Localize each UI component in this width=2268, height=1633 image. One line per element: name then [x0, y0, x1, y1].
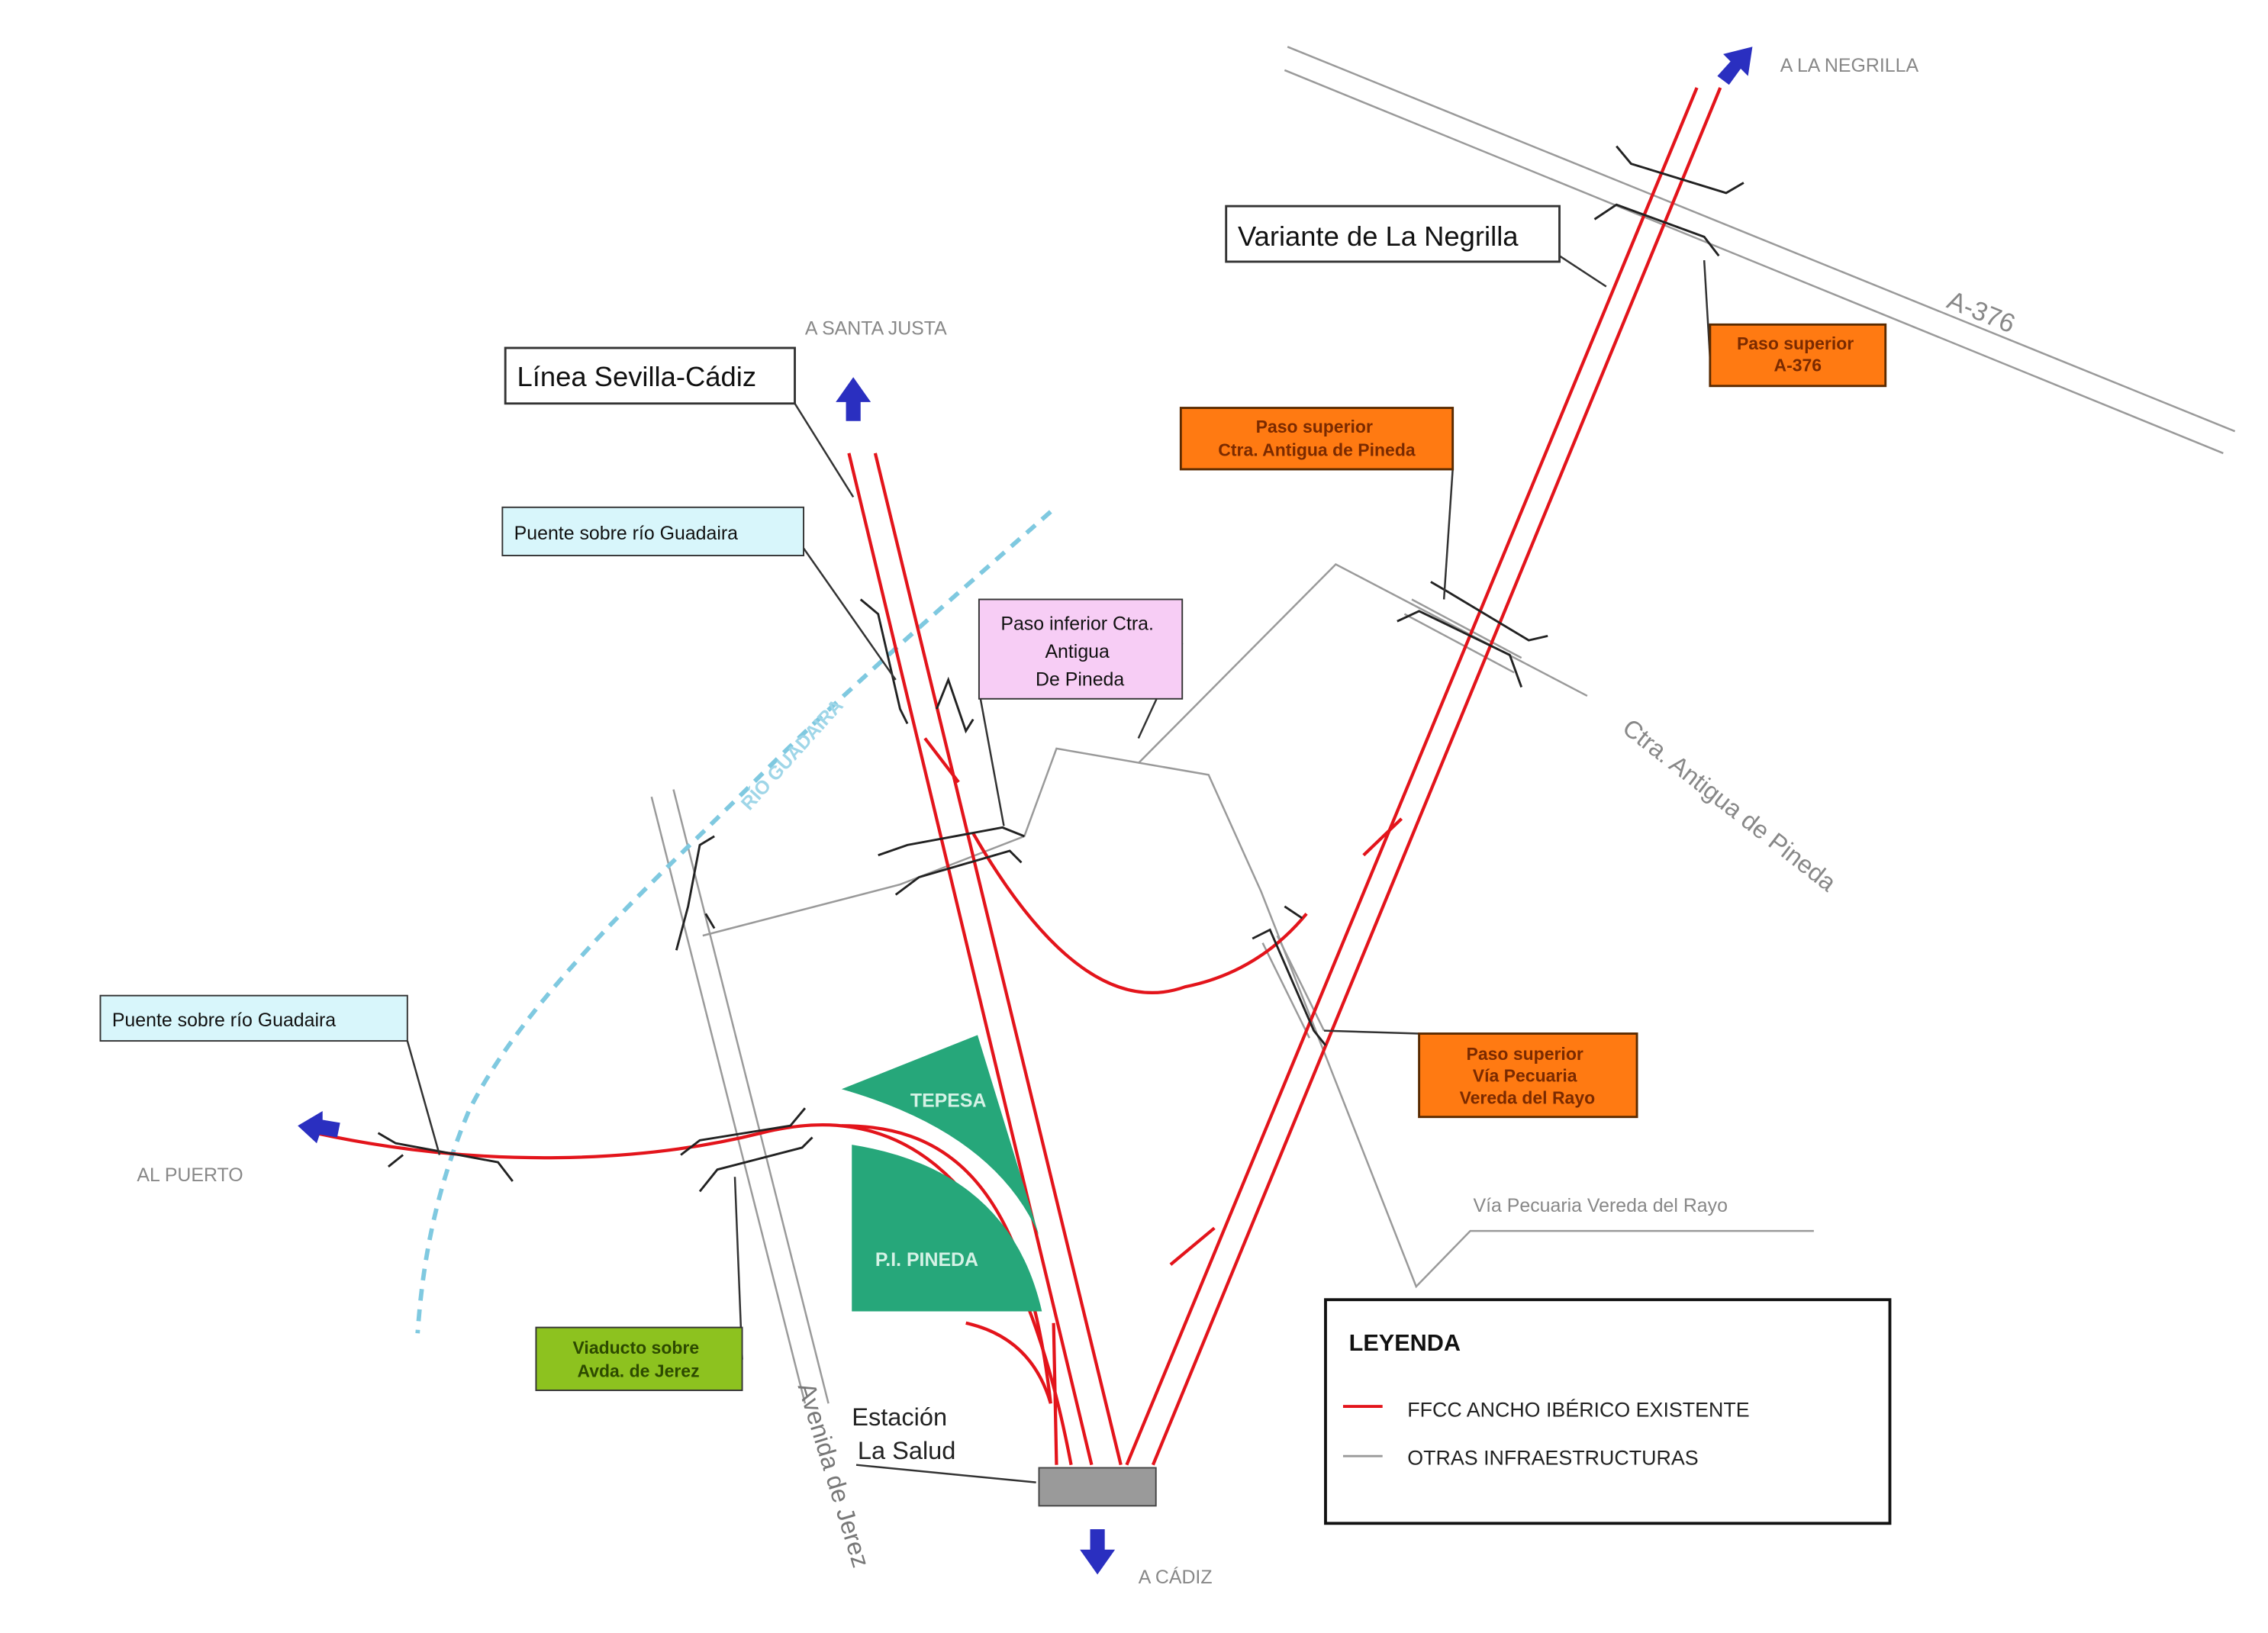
- rail-lines: [314, 87, 1722, 1466]
- svg-text:Variante de La Negrilla: Variante de La Negrilla: [1238, 221, 1519, 252]
- zone-pineda-label: P.I. PINEDA: [875, 1249, 978, 1271]
- road-avenida-jerez: [650, 789, 830, 1404]
- road-a376: [1284, 46, 2236, 455]
- zone-tepesa: [841, 1035, 1039, 1235]
- svg-text:Línea Sevilla-Cádiz: Línea Sevilla-Cádiz: [517, 361, 757, 392]
- label-viaducto: Viaducto sobre Avda. de Jerez: [535, 1326, 743, 1391]
- svg-text:Puente sobre río Guadaira: Puente sobre río Guadaira: [112, 1010, 336, 1031]
- leader-lines: [406, 255, 1712, 1360]
- label-puente-guadaira-2: Puente sobre río Guadaira: [99, 994, 408, 1042]
- bridge-markers: [377, 145, 1744, 1193]
- arrow-puerto-icon: [298, 1111, 340, 1144]
- road-label-a376: A-376: [1943, 286, 2019, 340]
- arrow-cadiz-icon: [1080, 1528, 1116, 1575]
- svg-text:Paso inferior Ctra. Anti: Paso inferior Ctra. Antigua De Pineda: [1000, 614, 1159, 691]
- zone-pineda: [852, 1145, 1042, 1312]
- river-guadaira: [415, 510, 1052, 1334]
- legend-item-other: OTRAS INFRAESTRUCTURAS: [1407, 1447, 1698, 1470]
- direction-puerto: AL PUERTO: [137, 1164, 243, 1186]
- station-la-salud: [1038, 1467, 1157, 1507]
- road-label-ctra-pineda: Ctra. Antigua de Pineda: [1618, 713, 1842, 897]
- label-paso-inferior: Paso inferior Ctra. Antigua De Pineda: [978, 598, 1184, 700]
- svg-text:Paso superior Ctra. Anti: Paso superior Ctra. Antigua de Pineda: [1218, 417, 1416, 460]
- station-label: Estación La Salud: [852, 1403, 955, 1464]
- direction-negrilla: A LA NEGRILLA: [1780, 55, 1919, 76]
- direction-cadiz: A CÁDIZ: [1139, 1566, 1213, 1588]
- svg-text:Viaducto sobre Avda. de: Viaducto sobre Avda. de Jerez: [573, 1338, 704, 1381]
- svg-text:Paso superior Vía Pecuar: Paso superior Vía Pecuaria Vereda del Ra…: [1460, 1044, 1596, 1107]
- label-paso-superior-pecuaria: Paso superior Vía Pecuaria Vereda del Ra…: [1418, 1032, 1638, 1119]
- label-variante-negrilla: Variante de La Negrilla: [1225, 205, 1561, 263]
- svg-text:Paso superior A-376: Paso superior A-376: [1737, 333, 1859, 375]
- label-puente-guadaira-1: Puente sobre río Guadaira: [501, 506, 804, 556]
- road-label-via-pecuaria: Vía Pecuaria Vereda del Rayo: [1473, 1195, 1727, 1216]
- zone-tepesa-label: TEPESA: [910, 1090, 987, 1111]
- arrow-santa-justa-icon: [836, 377, 871, 421]
- arrow-negrilla-icon: [1717, 47, 1753, 85]
- river-label: RÍO GUADAIRA: [736, 694, 848, 814]
- legend: LEYENDA FFCC ANCHO IBÉRICO EXISTENTE OTR…: [1324, 1298, 1892, 1525]
- direction-santa-justa: A SANTA JUSTA: [805, 318, 947, 340]
- label-paso-superior-a376: Paso superior A-376: [1709, 323, 1887, 388]
- legend-item-rail: FFCC ANCHO IBÉRICO EXISTENTE: [1407, 1398, 1749, 1421]
- label-linea-sevilla-cadiz: Línea Sevilla-Cádiz: [504, 346, 796, 405]
- svg-text:Puente sobre río Guadaira: Puente sobre río Guadaira: [514, 523, 738, 544]
- legend-title: LEYENDA: [1349, 1330, 1461, 1356]
- label-paso-superior-pineda: Paso superior Ctra. Antigua de Pineda: [1179, 407, 1455, 471]
